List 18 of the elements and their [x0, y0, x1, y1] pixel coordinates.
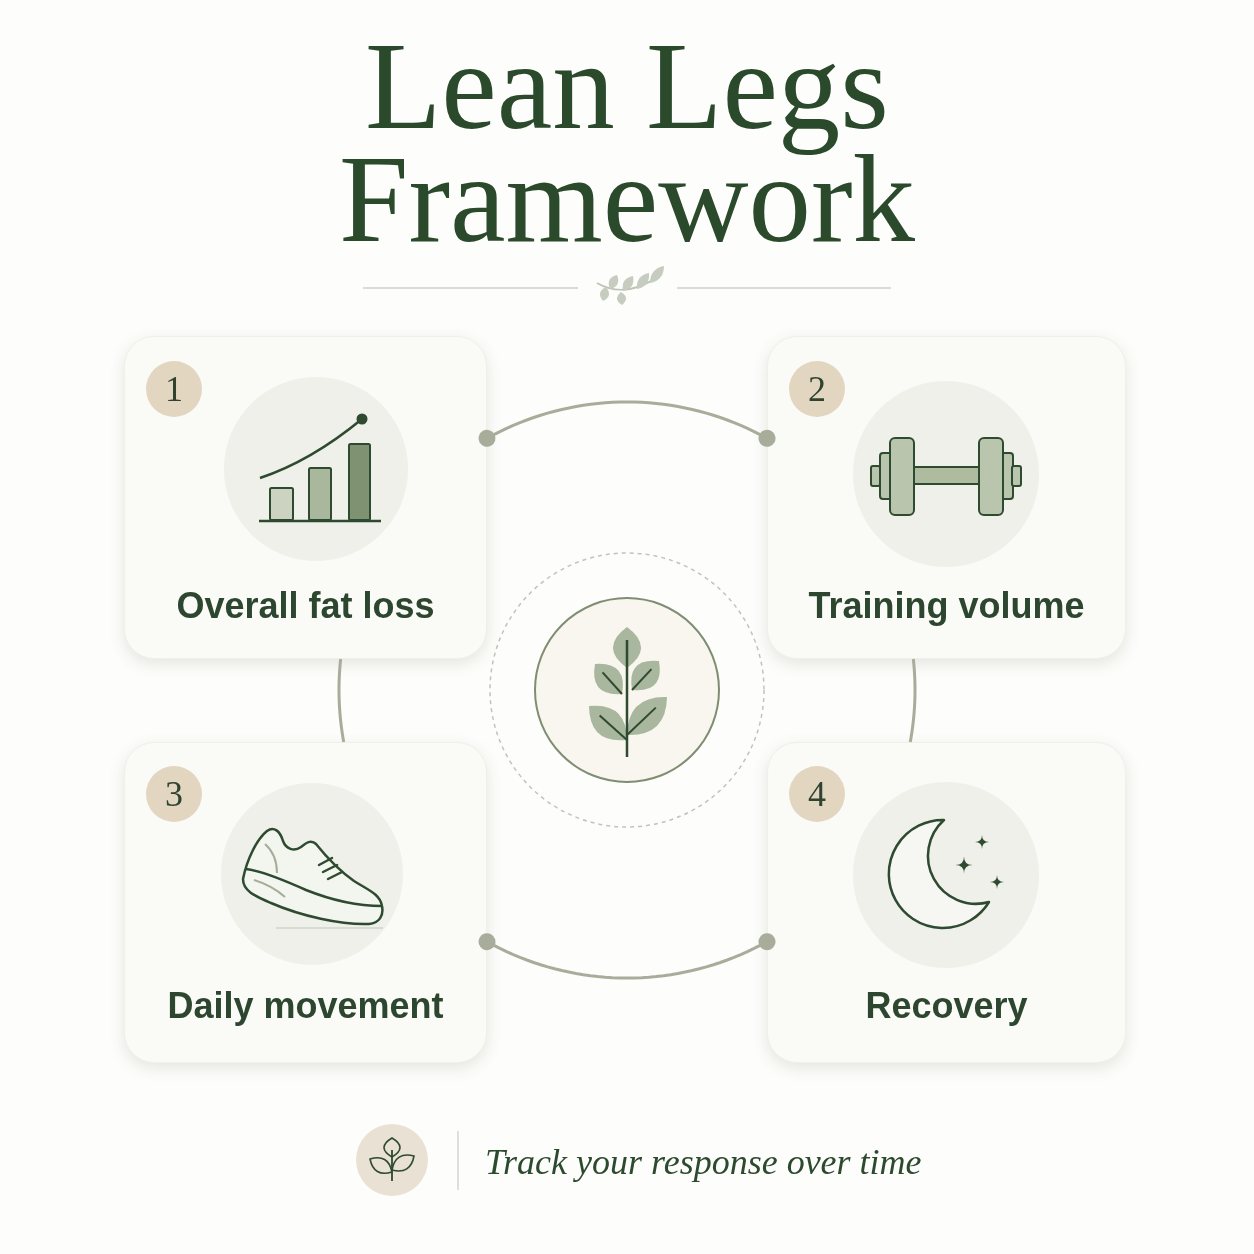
step-label: Recovery: [865, 985, 1028, 1027]
step-label: Training volume: [808, 585, 1085, 627]
connector-arc: [478, 400, 776, 447]
step-label: Daily movement: [167, 985, 444, 1027]
step-card: [124, 336, 487, 659]
number-badge: 1: [146, 361, 202, 417]
step-card: [124, 742, 487, 1063]
number-badge: 4: [789, 766, 845, 822]
tagline: Track your response over time: [485, 1141, 922, 1183]
number-badge: 3: [146, 766, 202, 822]
title: Lean Legs Framework: [337, 30, 917, 256]
connector-arc: [478, 933, 776, 980]
step-card: [767, 336, 1126, 659]
number-badge: 2: [789, 361, 845, 417]
step-card: [767, 742, 1126, 1063]
connector-arc: [908, 658, 917, 743]
connector-arc: [337, 658, 346, 743]
step-label: Overall fat loss: [176, 585, 435, 627]
